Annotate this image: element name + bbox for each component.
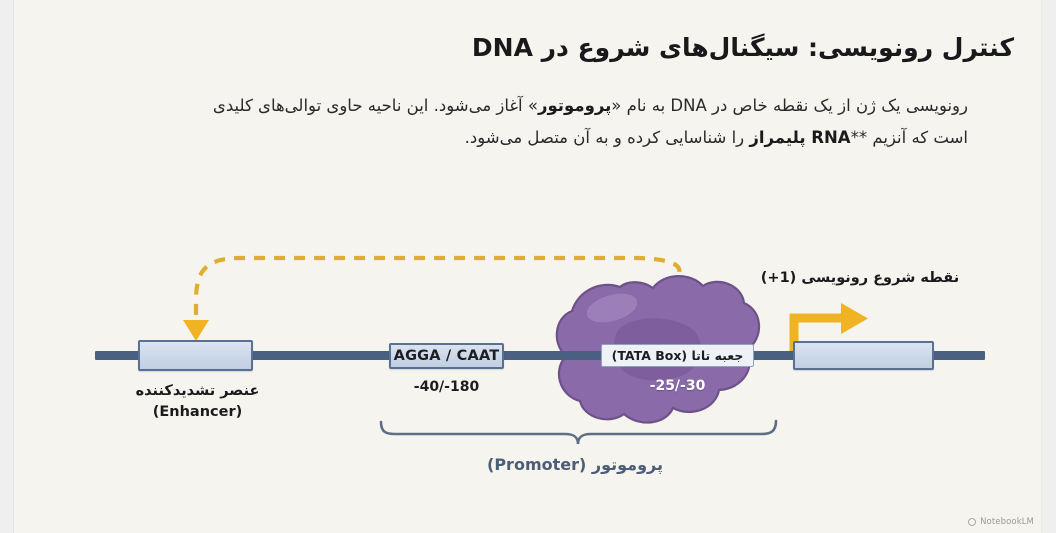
agga-caat-label: AGGA / CAAT — [393, 348, 500, 364]
notebooklm-circle-icon — [968, 518, 977, 526]
promoter-caption: پروموتور (Promoter) — [487, 455, 663, 474]
paragraph-segment-3: را شناسایی کرده و به آن متصل می‌شود. — [464, 128, 750, 148]
paragraph-segment-1: رونویسی یک ژن از یک نقطه خاص در DNA به ن… — [611, 96, 968, 115]
tata-box[interactable]: جعبه تاتا (TATA Box) — [601, 344, 754, 367]
page-title: کنترل رونویسی: سیگنال‌های شروع در DNA — [471, 33, 1014, 62]
agga-caat-position-label: -40/-180 — [413, 379, 480, 395]
watermark-label: NotebookLM — [980, 517, 1034, 527]
gene-body-box[interactable] — [793, 341, 934, 370]
enhancer-label-en: (Enhancer) — [152, 404, 243, 421]
transcription-start-caption: نقطه شروع رونویسی (1+) — [760, 270, 960, 286]
left-edge-strip — [0, 0, 14, 533]
watermark: NotebookLM — [968, 517, 1034, 527]
paragraph-bold-promoter: پروموتور — [537, 96, 612, 115]
dna-backbone-line — [95, 351, 985, 360]
agga-caat-box[interactable]: AGGA / CAAT — [389, 343, 504, 369]
enhancer-caption: عنصر تشدیدکننده (Enhancer) — [110, 381, 285, 423]
tata-box-position-label: -25/-30 — [649, 378, 706, 394]
intro-paragraph: رونویسی یک ژن از یک نقطه خاص در DNA به ن… — [188, 90, 968, 154]
paragraph-segment-2: » آغاز می‌شود. این ناحیه حاوی توالی‌های … — [212, 96, 968, 148]
enhancer-arrowhead-icon — [183, 320, 209, 341]
enhancer-label-fa: عنصر تشدیدکننده — [135, 383, 260, 399]
enhancer-loop-dashed-arrow — [193, 255, 682, 320]
enhancer-box[interactable] — [138, 340, 253, 371]
tata-box-label: جعبه تاتا (TATA Box) — [611, 348, 744, 363]
paragraph-bold-rna-polymerase: RNA پلیمراز — [749, 128, 851, 148]
promoter-brace — [379, 419, 778, 445]
right-edge-strip — [1041, 0, 1056, 533]
